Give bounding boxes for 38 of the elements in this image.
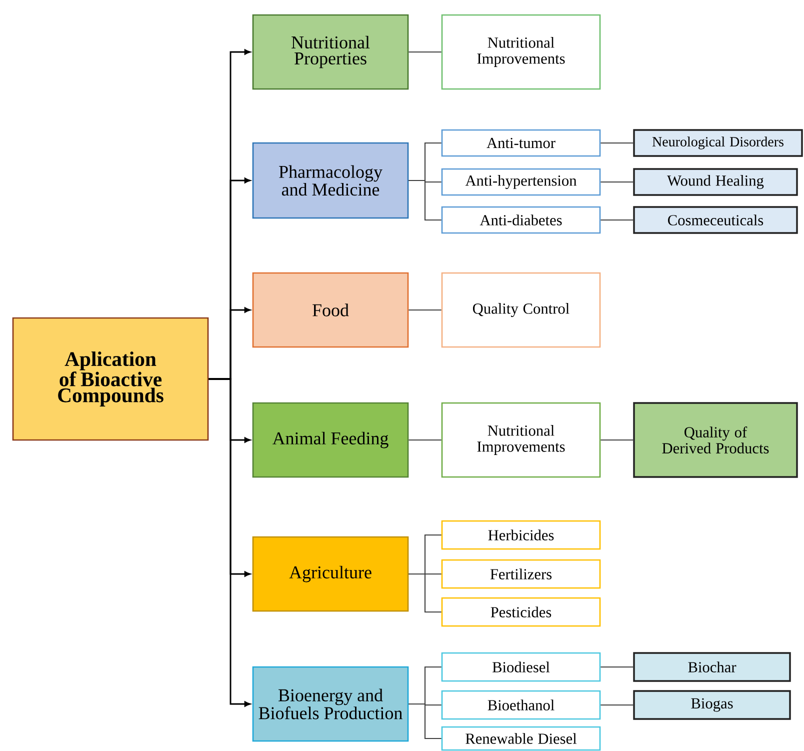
category-box: Food xyxy=(252,272,409,348)
outcome-box: Biochar xyxy=(633,652,791,682)
root-box: Aplication of Bioactive Compounds xyxy=(12,317,209,441)
category-box: Bioenergy and Biofuels Production xyxy=(252,666,409,742)
topic-box: Renewable Diesel xyxy=(441,726,601,751)
topic-box: Nutritional Improvements xyxy=(441,402,601,478)
connector xyxy=(600,181,634,183)
connector xyxy=(408,703,442,740)
connector xyxy=(600,666,634,668)
connector xyxy=(408,439,442,441)
category-box: Animal Feeding xyxy=(252,402,409,478)
outcome-box: Wound Healing xyxy=(633,168,798,196)
topic-box: Biodiesel xyxy=(441,652,601,682)
topic-box: Nutritional Improvements xyxy=(441,14,601,90)
category-box: Agriculture xyxy=(252,536,409,612)
outcome-box: Quality of Derived Products xyxy=(633,402,798,478)
topic-box: Bioethanol xyxy=(441,690,601,720)
category-box: Pharmacology and Medicine xyxy=(252,142,409,219)
connector xyxy=(408,180,442,221)
connector xyxy=(600,142,634,144)
topic-box: Anti-tumor xyxy=(441,129,601,157)
topic-box: Fertilizers xyxy=(441,559,601,589)
connector xyxy=(408,573,442,613)
outcome-box: Biogas xyxy=(633,690,791,720)
category-box: Nutritional Properties xyxy=(252,14,409,90)
topic-box: Pesticides xyxy=(441,597,601,627)
connector xyxy=(208,378,250,707)
connector xyxy=(408,309,442,311)
outcome-box: Neurological Disorders xyxy=(633,129,803,157)
topic-box: Anti-hypertension xyxy=(441,168,601,196)
connector xyxy=(600,704,634,706)
topic-box: Anti-diabetes xyxy=(441,206,601,234)
outcome-box: Cosmeceuticals xyxy=(633,206,798,234)
connector xyxy=(600,439,634,441)
topic-box: Herbicides xyxy=(441,520,601,550)
connector xyxy=(408,51,442,53)
connector xyxy=(600,219,634,221)
topic-box: Quality Control xyxy=(441,272,601,348)
